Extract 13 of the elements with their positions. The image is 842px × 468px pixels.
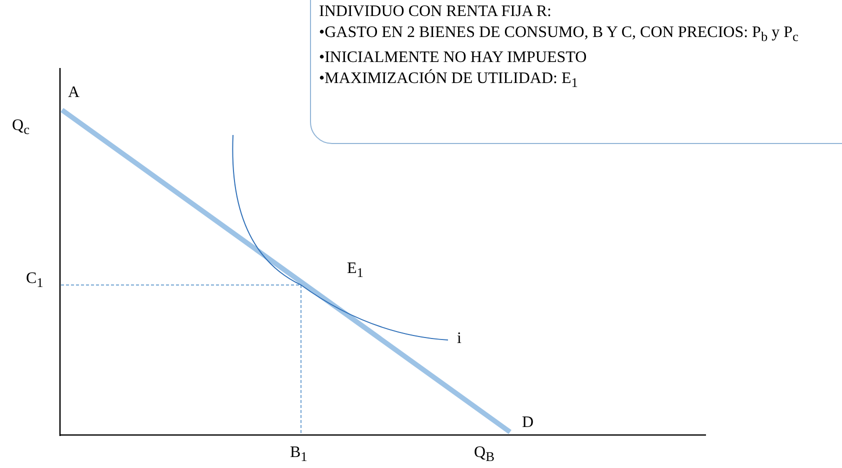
bullet-text: •MAXIMIZACIÓN DE UTILIDAD: E$_{1}$ [319, 68, 579, 92]
point-label: E$_{1}$ [347, 260, 364, 282]
point-label: D [522, 414, 534, 432]
bullet-text: •GASTO EN 2 BIENES DE CONSUMO, B Y C, CON PRECIOS: P$_{b}$ y P$_{c}$ [319, 23, 800, 46]
curve-label: i [457, 330, 462, 348]
axis-label: Q$_{c}$ [12, 117, 30, 138]
box-heading: INDIVIDUO CON RENTA FIJA R: [319, 2, 552, 22]
bullet-text: •INICIALMENTE NO HAY IMPUESTO [319, 48, 588, 68]
axis-label: Q$_{B}$ [474, 444, 494, 466]
point-label: A [68, 84, 80, 102]
text-box [310, 0, 842, 144]
axis-label: B$_{1}$ [290, 444, 308, 466]
axis-label: C$_{1}$ [26, 270, 44, 292]
